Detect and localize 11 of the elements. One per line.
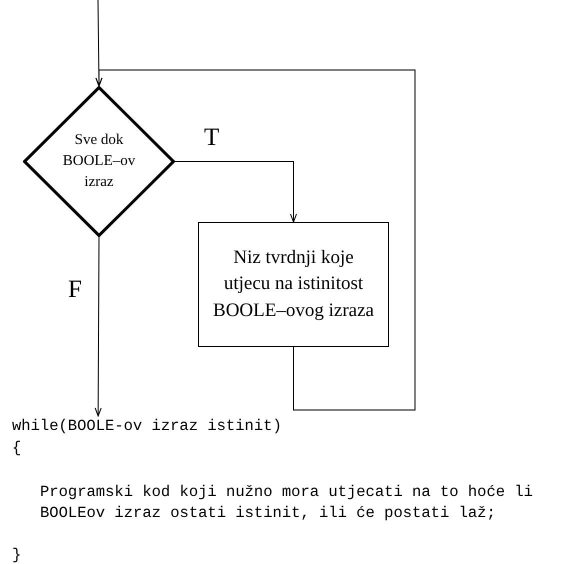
edge-label: T [204,124,220,152]
code-line: { [12,438,22,459]
decision-diamond: Sve dok BOOLE–ov izraz [23,86,175,237]
code-line: } [12,545,22,564]
process-box: Niz tvrdnji koje utjecu na istinitost BOOLE–ovog izraza [198,222,389,347]
code-line: while(BOOLE-ov izraz istinit) [12,416,302,438]
code-line: Programski kod koji nužno mora utjecati na to hoće li BOOLEov izraz ostati istinit, ili će postati laž; [40,482,534,524]
edge-label: F [68,276,82,304]
arrow [96,70,416,410]
arrow [94,236,102,416]
arrow [174,161,297,222]
